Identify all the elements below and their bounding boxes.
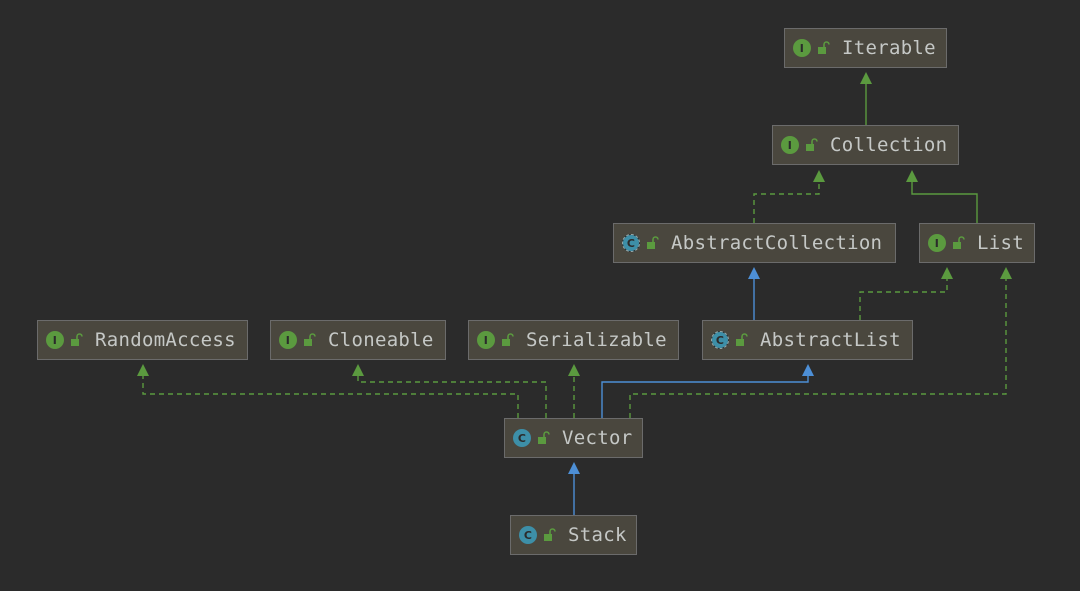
node-collection[interactable]: I Collection [772, 125, 959, 165]
unlocked-lock-icon [304, 333, 316, 346]
arrowhead-abstractcollection-collection [813, 170, 825, 182]
edge-vector-list [629, 277, 1007, 418]
edge-vector-cloneable [357, 374, 547, 418]
arrowhead-collection-iterable [860, 72, 872, 84]
arrowhead-vector-serializable [568, 364, 580, 376]
unlocked-lock-icon [953, 236, 965, 249]
abstract-class-icon: C [711, 331, 729, 349]
arrowhead-list-collection [906, 170, 918, 182]
arrowhead-vector-list [1000, 267, 1012, 279]
node-label: Iterable [842, 37, 936, 59]
interface-icon: I [477, 331, 495, 349]
node-label: List [977, 232, 1024, 254]
arrowhead-stack-vector [568, 462, 580, 474]
interface-icon: I [279, 331, 297, 349]
arrowhead-abstractlist-abstractcollection [748, 267, 760, 279]
arrowhead-abstractlist-list [941, 267, 953, 279]
unlocked-lock-icon [806, 138, 818, 151]
node-randomaccess[interactable]: I RandomAccess [37, 320, 248, 360]
abstract-class-icon: C [622, 234, 640, 252]
node-label: Stack [568, 524, 627, 546]
edge-abstractlist-list [859, 277, 948, 320]
interface-icon: I [781, 136, 799, 154]
node-label: AbstractCollection [671, 232, 883, 254]
edge-vector-abstractlist [601, 374, 809, 418]
node-vector[interactable]: C Vector [504, 418, 643, 458]
unlocked-lock-icon [736, 333, 748, 346]
arrowhead-vector-cloneable [352, 364, 364, 376]
interface-icon: I [928, 234, 946, 252]
node-label: Cloneable [328, 329, 434, 351]
node-stack[interactable]: C Stack [510, 515, 637, 555]
interface-icon: I [793, 39, 811, 57]
arrowhead-vector-abstractlist [802, 364, 814, 376]
node-abstractlist[interactable]: C AbstractList [702, 320, 913, 360]
unlocked-lock-icon [647, 236, 659, 249]
interface-icon: I [46, 331, 64, 349]
class-icon: C [513, 429, 531, 447]
node-abstractcollection[interactable]: C AbstractCollection [613, 223, 896, 263]
unlocked-lock-icon [71, 333, 83, 346]
unlocked-lock-icon [544, 528, 556, 541]
unlocked-lock-icon [538, 431, 550, 444]
node-serializable[interactable]: I Serializable [468, 320, 679, 360]
node-list[interactable]: I List [919, 223, 1035, 263]
class-icon: C [519, 526, 537, 544]
node-iterable[interactable]: I Iterable [784, 28, 947, 68]
node-label: Vector [562, 427, 633, 449]
edge-vector-randomaccess [142, 374, 519, 418]
node-label: Collection [830, 134, 948, 156]
edge-abstractcollection-collection [753, 180, 820, 223]
edge-list-collection [911, 180, 978, 223]
node-label: AbstractList [760, 329, 901, 351]
node-cloneable[interactable]: I Cloneable [270, 320, 446, 360]
node-label: RandomAccess [95, 329, 236, 351]
node-label: Serializable [526, 329, 667, 351]
unlocked-lock-icon [818, 41, 830, 54]
arrowhead-vector-randomaccess [137, 364, 149, 376]
unlocked-lock-icon [502, 333, 514, 346]
